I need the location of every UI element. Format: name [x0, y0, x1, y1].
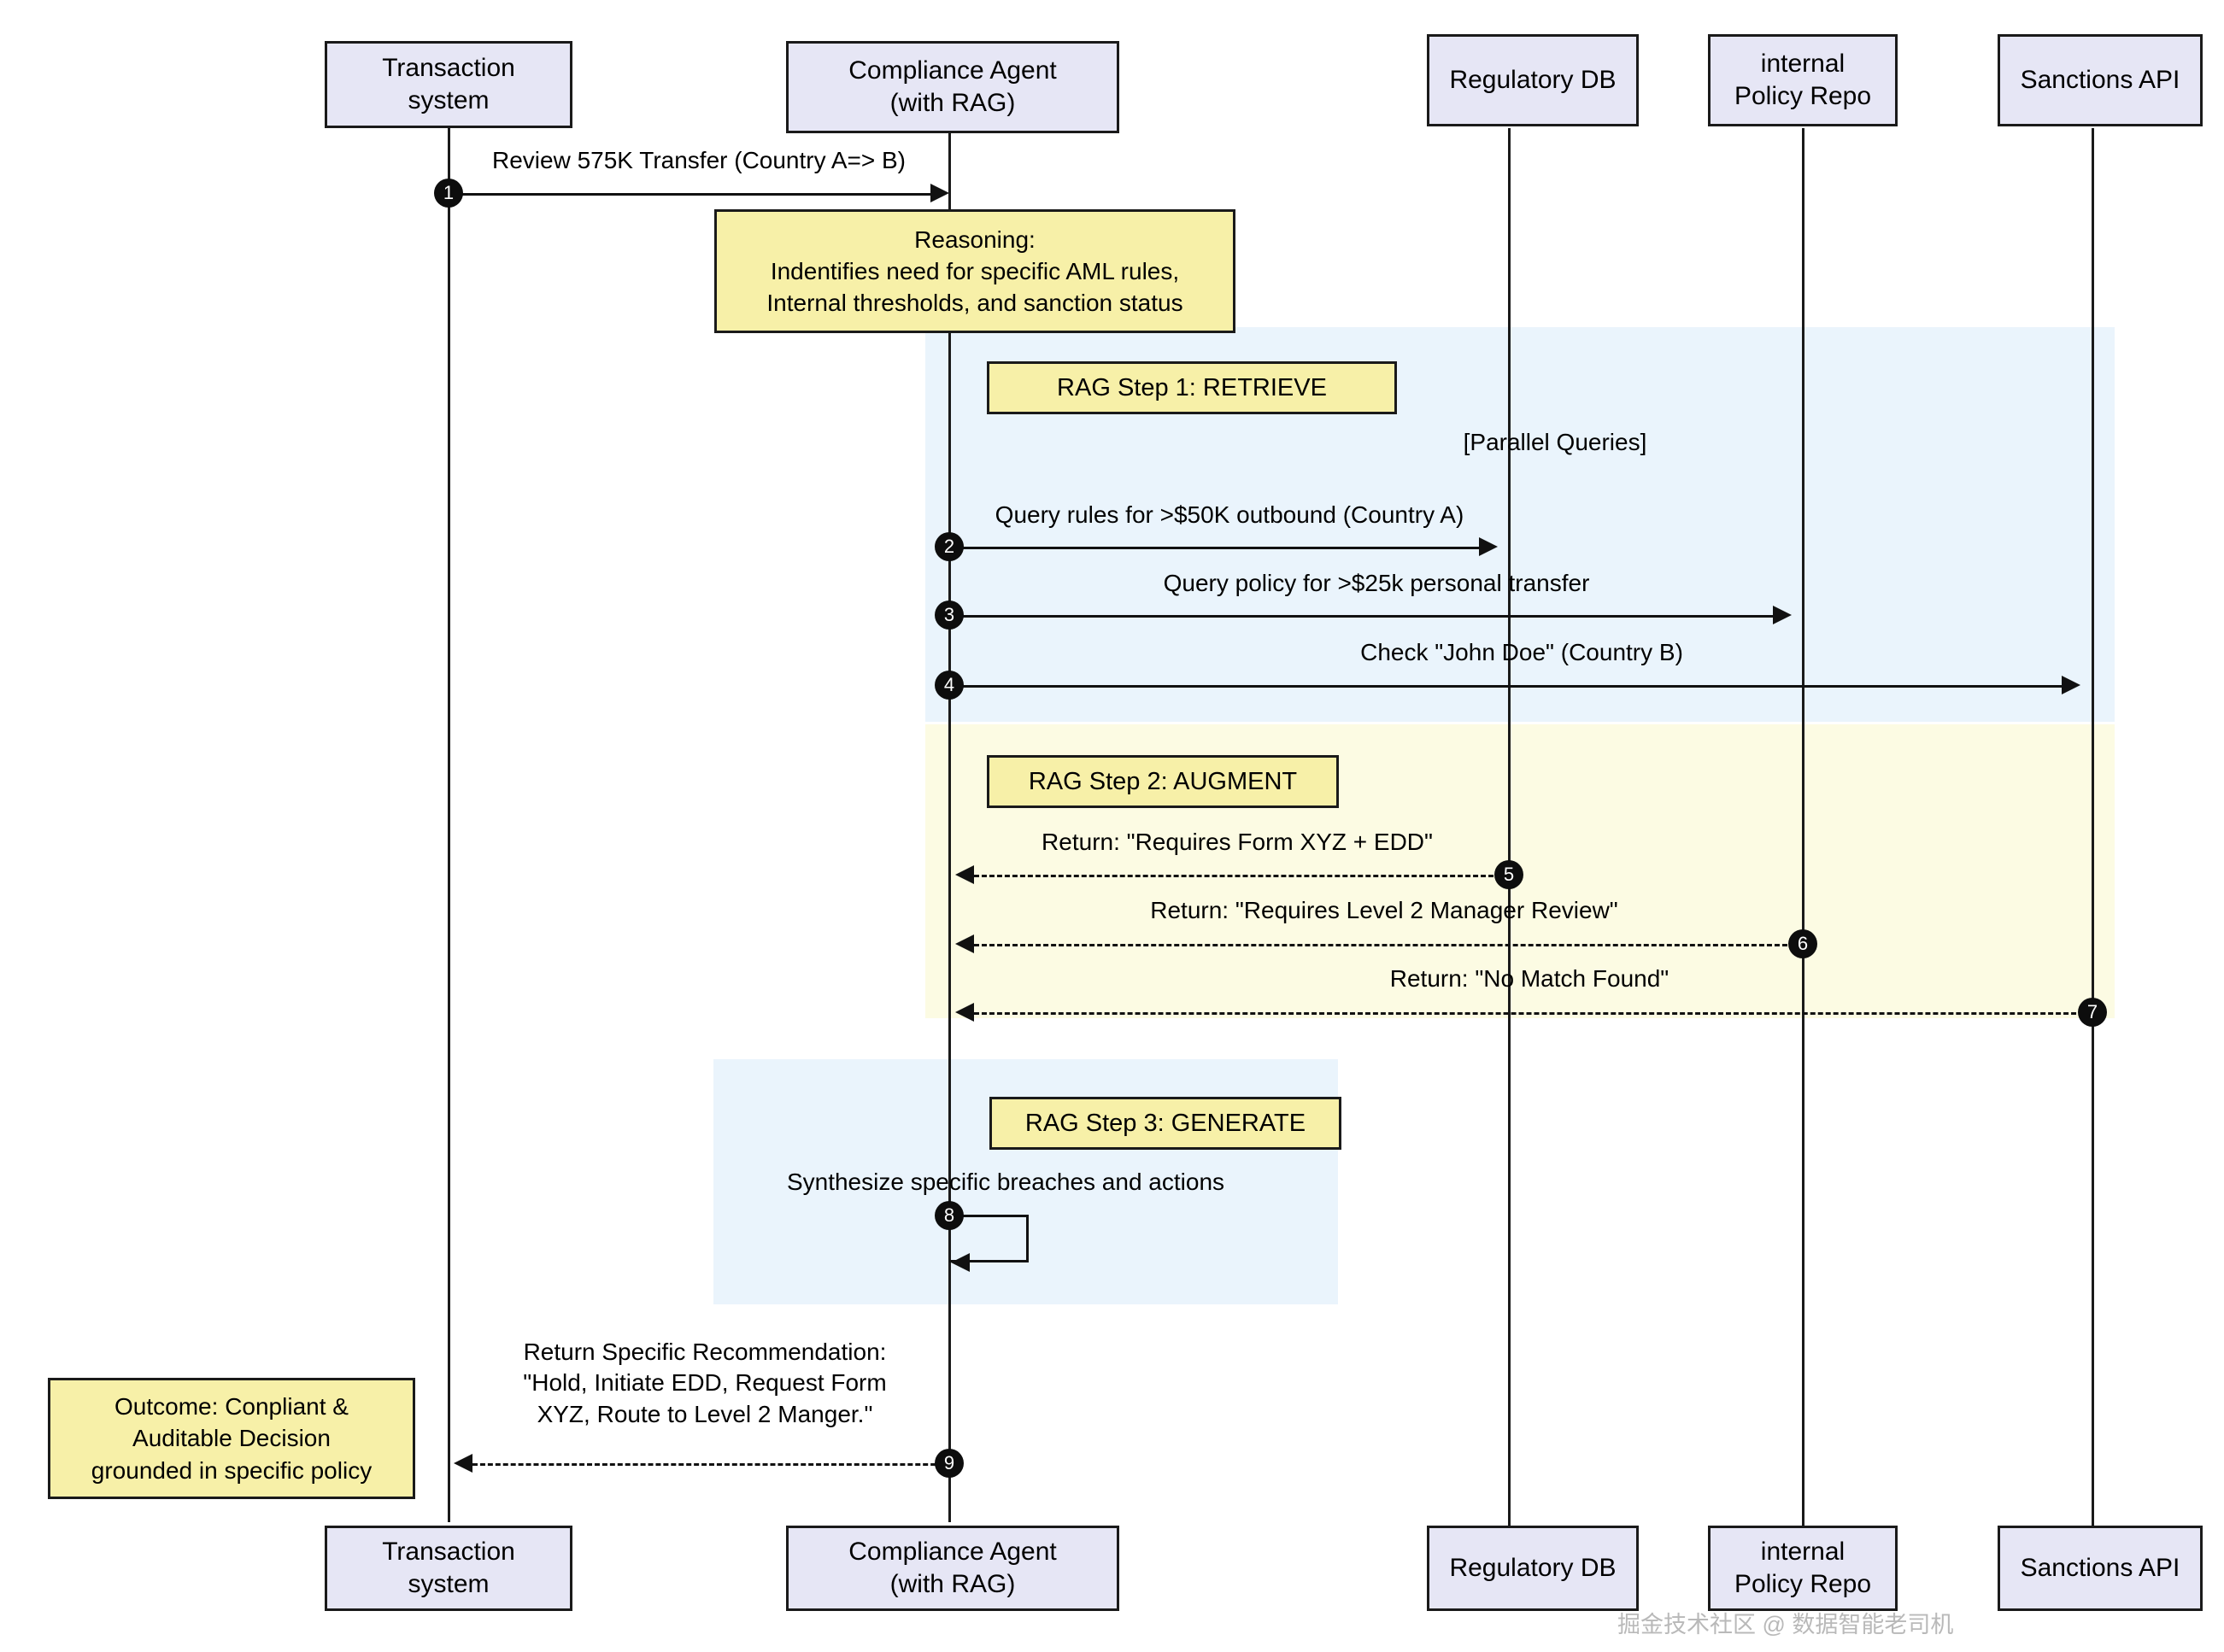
message-selfcall-8	[949, 1215, 1029, 1262]
message-line-2	[949, 547, 1479, 549]
message-arrow-7	[955, 1003, 974, 1022]
participant-label-line1: Transaction	[382, 53, 515, 82]
region-label-augment: RAG Step 2: AUGMENT	[987, 755, 1339, 808]
note-line-1: Reasoning:	[914, 226, 1036, 253]
participant-txn-top[interactable]: Transaction system	[325, 41, 572, 128]
step-badge-9: 9	[935, 1449, 964, 1478]
message-label-4: Check "John Doe" (Country B)	[1360, 639, 1683, 665]
step-badge-6: 6	[1788, 929, 1817, 958]
message-arrow-9	[454, 1454, 472, 1473]
message-line-1	[449, 193, 930, 196]
step-badge-2: 2	[935, 532, 964, 561]
participant-label-line1: Regulatory DB	[1449, 1553, 1617, 1582]
message-label-9-line1: Return Specific Recommendation:	[523, 1339, 887, 1365]
message-arrow-6	[955, 934, 974, 953]
participant-label-line2: system	[408, 86, 490, 114]
region-label-generate: RAG Step 3: GENERATE	[989, 1097, 1341, 1150]
lifeline-agent	[948, 133, 951, 1522]
message-arrow-8	[951, 1253, 970, 1272]
message-label-5: Return: "Requires Form XYZ + EDD"	[1042, 829, 1433, 855]
participant-label-line1: Transaction	[382, 1537, 515, 1566]
message-label-7: Return: "No Match Found"	[1389, 965, 1669, 992]
participant-label-line2: Policy Repo	[1734, 1570, 1872, 1598]
participant-label-line2: Policy Repo	[1734, 82, 1872, 110]
step-badge-1: 1	[434, 179, 463, 208]
message-line-3	[949, 615, 1773, 618]
participant-label-line2: system	[408, 1570, 490, 1598]
participant-regdb-bottom[interactable]: Regulatory DB	[1427, 1526, 1639, 1611]
lifeline-policy	[1802, 128, 1804, 1526]
participant-txn-bottom[interactable]: Transaction system	[325, 1526, 572, 1611]
participant-agent-bottom[interactable]: Compliance Agent (with RAG)	[786, 1526, 1119, 1611]
participant-regdb-top[interactable]: Regulatory DB	[1427, 34, 1639, 126]
note-line-2: Auditable Decision	[132, 1425, 331, 1452]
watermark: 掘金技术社区 @ 数据智能老司机	[1617, 1612, 1954, 1637]
note-line-3: grounded in specific policy	[91, 1456, 373, 1484]
lifeline-regdb	[1508, 128, 1511, 1526]
participant-label-line1: Sanctions API	[2020, 1553, 2180, 1582]
participant-sanc-bottom[interactable]: Sanctions API	[1998, 1526, 2203, 1611]
message-arrow-1	[930, 184, 949, 202]
note-line-2: Indentifies need for specific AML rules,	[770, 257, 1180, 284]
message-label-3: Query policy for >$25k personal transfer	[1163, 570, 1590, 596]
region-label-retrieve: RAG Step 1: RETRIEVE	[987, 361, 1397, 414]
note-reasoning: Reasoning: Indentifies need for specific…	[714, 209, 1235, 333]
message-line-6	[974, 944, 1803, 946]
participant-agent-top[interactable]: Compliance Agent (with RAG)	[786, 41, 1119, 133]
step-badge-4: 4	[935, 671, 964, 700]
message-label-1: Review 575K Transfer (Country A=> B)	[492, 147, 906, 173]
note-outcome: Outcome: Conpliant & Auditable Decision …	[48, 1378, 415, 1499]
step-badge-3: 3	[935, 600, 964, 630]
step-badge-8: 8	[935, 1201, 964, 1230]
participant-label-line1: internal	[1760, 1537, 1846, 1566]
message-arrow-5	[955, 865, 974, 884]
step-badge-5: 5	[1494, 860, 1523, 889]
message-line-5	[974, 875, 1509, 877]
participant-label-line2: (with RAG)	[889, 1570, 1016, 1598]
message-line-7	[974, 1012, 2092, 1015]
message-label-6: Return: "Requires Level 2 Manager Review…	[1150, 897, 1618, 923]
participant-policy-top[interactable]: internal Policy Repo	[1708, 34, 1898, 126]
message-line-4	[949, 685, 2062, 688]
participant-policy-bottom[interactable]: internal Policy Repo	[1708, 1526, 1898, 1611]
step-badge-7: 7	[2078, 998, 2107, 1027]
participant-sanc-top[interactable]: Sanctions API	[1998, 34, 2203, 126]
participant-label-line2: (with RAG)	[889, 89, 1016, 117]
note-line-3: Internal thresholds, and sanction status	[766, 290, 1183, 317]
note-line-1: Outcome: Conpliant &	[114, 1393, 349, 1421]
participant-label-line1: internal	[1760, 49, 1846, 78]
message-arrow-4	[2062, 676, 2080, 694]
message-line-9	[472, 1463, 951, 1466]
message-label-9-line3: XYZ, Route to Level 2 Manger."	[537, 1400, 873, 1427]
message-label-9-line2: "Hold, Initiate EDD, Request Form	[523, 1369, 887, 1397]
message-label-9: Return Specific Recommendation: "Hold, I…	[474, 1337, 936, 1430]
message-label-8: Synthesize specific breaches and actions	[786, 1169, 1225, 1195]
participant-label-line1: Compliance Agent	[848, 1537, 1057, 1566]
message-arrow-2	[1479, 537, 1498, 556]
participant-label-line1: Regulatory DB	[1449, 65, 1617, 94]
message-label-2: Query rules for >$50K outbound (Country …	[995, 501, 1464, 528]
lifeline-txn	[448, 128, 450, 1522]
message-arrow-3	[1773, 606, 1792, 624]
participant-label-line1: Compliance Agent	[848, 56, 1057, 85]
participant-label-line1: Sanctions API	[2020, 65, 2180, 94]
region-caption-parallel-queries: [Parallel Queries]	[1463, 429, 1647, 455]
lifeline-sanc	[2092, 128, 2094, 1526]
